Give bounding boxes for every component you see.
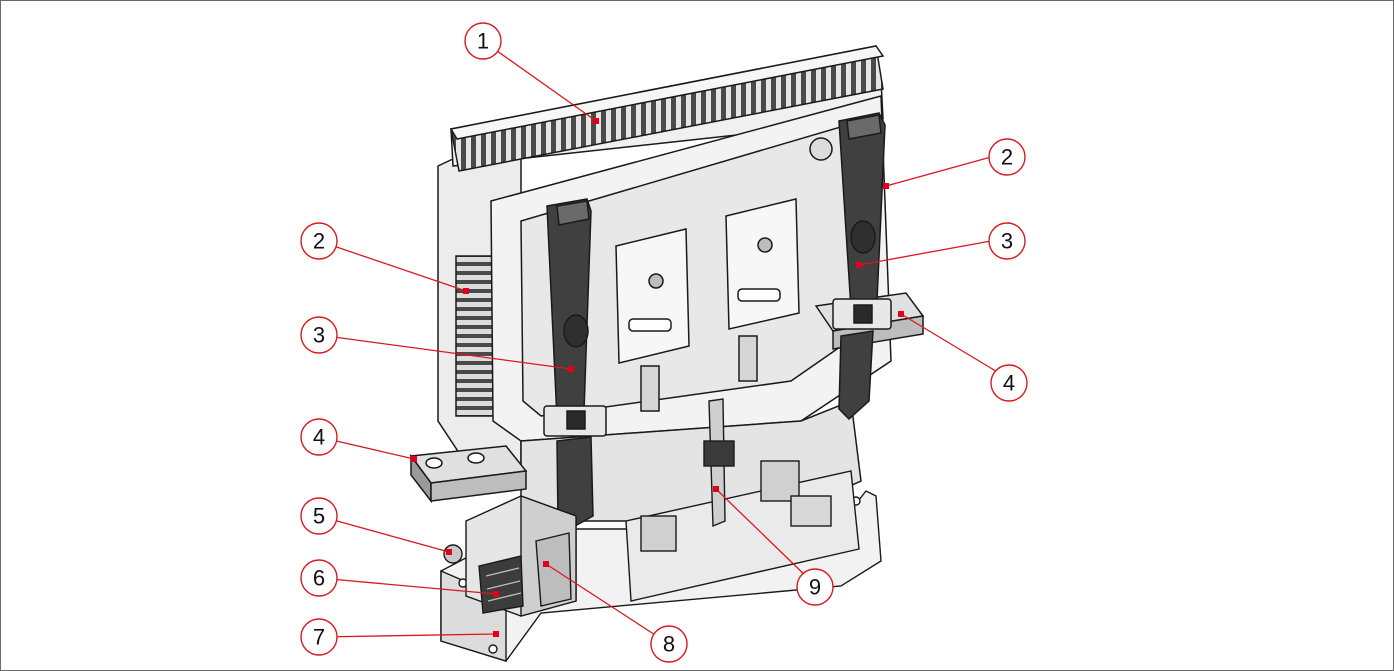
callout-7: 7	[300, 618, 338, 656]
svg-text:8: 8	[663, 632, 675, 657]
svg-text:2: 2	[1001, 145, 1013, 170]
terminal-strip	[478, 555, 524, 614]
handle-left	[543, 198, 607, 532]
svg-text:7: 7	[313, 625, 325, 650]
svg-text:5: 5	[313, 504, 325, 529]
svg-text:2: 2	[313, 229, 325, 254]
callout-5: 5	[300, 497, 338, 535]
callout-4-right: 4	[990, 364, 1028, 402]
callout-markers	[411, 118, 904, 637]
svg-text:3: 3	[1001, 229, 1013, 254]
handle-right	[832, 112, 892, 421]
svg-text:9: 9	[809, 575, 821, 600]
callout-1: 1	[464, 22, 502, 60]
auxiliary-block	[443, 495, 577, 617]
callout-3-left: 3	[300, 316, 338, 354]
callout-6: 6	[300, 559, 338, 597]
svg-text:6: 6	[313, 566, 325, 591]
svg-text:4: 4	[1003, 371, 1015, 396]
callout-lines	[318, 40, 1010, 645]
housing	[437, 45, 892, 522]
terminal-rail	[625, 398, 860, 602]
callout-4-left: 4	[300, 418, 338, 456]
svg-text:1: 1	[477, 29, 489, 54]
callout-2-left: 2	[300, 222, 338, 260]
callout-3-right: 3	[988, 222, 1026, 260]
callout-2-right: 2	[988, 138, 1026, 176]
svg-text:4: 4	[313, 425, 325, 450]
callout-9: 9	[796, 568, 834, 606]
svg-text:3: 3	[313, 323, 325, 348]
callout-8: 8	[650, 625, 688, 663]
